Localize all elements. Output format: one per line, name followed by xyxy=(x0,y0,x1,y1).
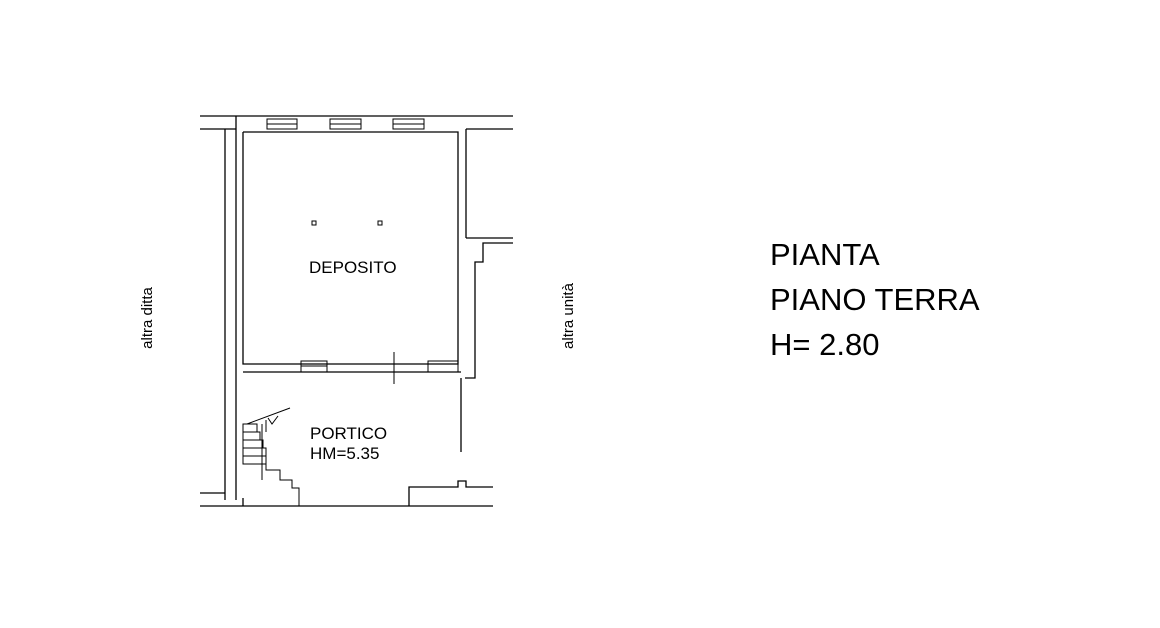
portico-height-label: HM=5.35 xyxy=(310,444,379,463)
top-windows xyxy=(266,118,425,130)
outer-walls xyxy=(200,115,513,507)
staircase xyxy=(242,407,300,506)
right-neighbor-label: altra unità xyxy=(560,282,577,349)
portico-bottom-wall xyxy=(408,480,493,506)
ceiling-height: H= 2.80 xyxy=(770,327,880,362)
pillars xyxy=(311,220,383,226)
room-label-deposito: DEPOSITO xyxy=(309,258,397,277)
floor-name: PIANO TERRA xyxy=(770,282,980,317)
plan-title-block: PIANTA PIANO TERRA H= 2.80 xyxy=(770,232,980,367)
plan-title: PIANTA xyxy=(770,237,880,272)
room-label-portico: PORTICO xyxy=(310,424,387,443)
internal-openings xyxy=(300,360,459,373)
left-neighbor-label: altra ditta xyxy=(139,286,156,348)
